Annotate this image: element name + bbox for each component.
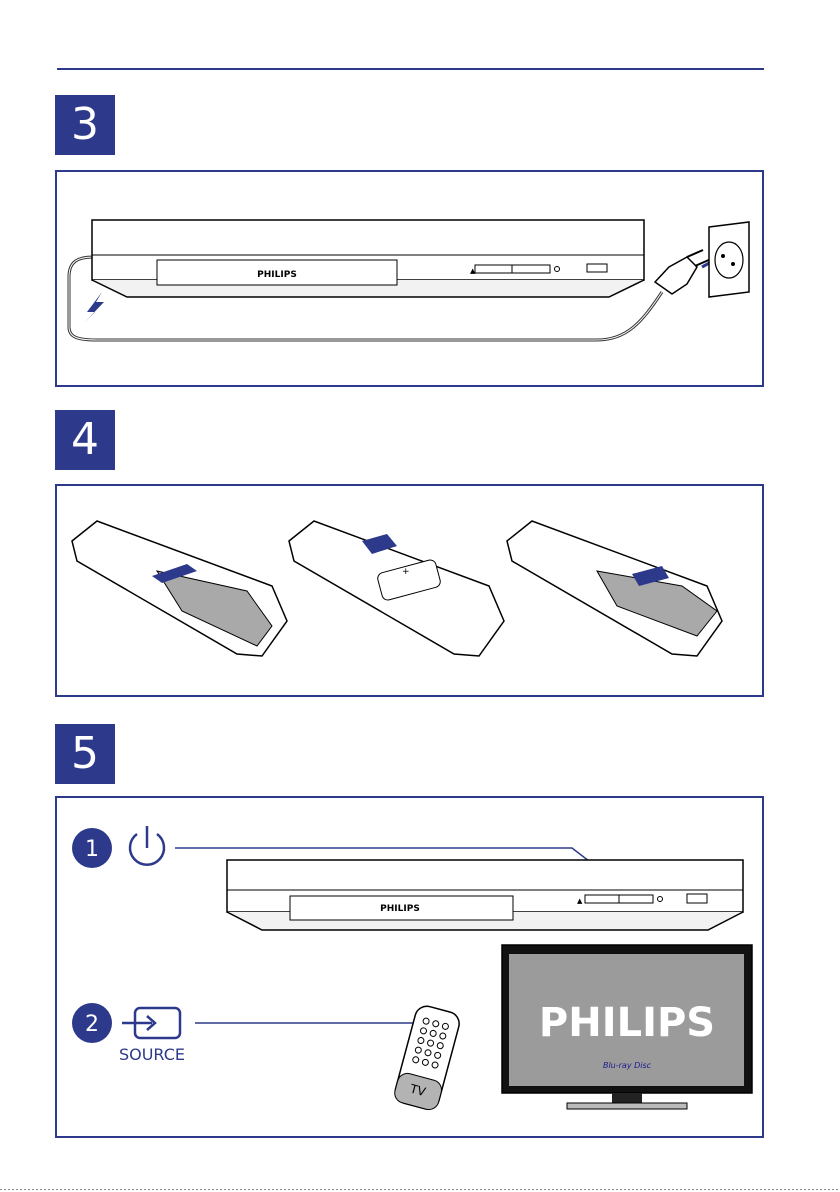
tv-screen: PHILIPS Blu-ray Disc [502,945,752,1109]
power-connection-illustration: PHILIPS ▲ [57,172,762,385]
step-4-badge: 4 [55,410,115,470]
bluray-logo: Blu-ray Disc [603,1061,652,1070]
remote-insert-batteries: + [289,521,504,656]
lightning-icon [85,292,104,322]
source-label: SOURCE [119,1045,185,1064]
blu-ray-player: PHILIPS ▲ [92,220,644,297]
tv-remote-icon: TV [392,1004,461,1112]
step-3-badge: 3 [55,95,115,155]
player-front-brand: PHILIPS [380,904,420,914]
remote-cover-close [507,521,722,656]
power-plug-icon [655,250,711,294]
step-5-badge: 5 [55,724,115,784]
blu-ray-player-front: PHILIPS ▲ [227,860,743,930]
step-3-panel: PHILIPS ▲ [55,170,764,387]
bottom-dotted-border [0,1189,840,1190]
wall-socket-icon [709,222,749,297]
svg-text:▲: ▲ [470,267,476,275]
top-rule [57,68,764,70]
remote-cover-open [72,521,287,656]
battery-plus-label: + [402,567,410,577]
power-step-number: 1 [85,837,99,862]
power-icon [130,826,164,865]
battery-install-illustration: + [57,486,762,695]
step-5-panel: 1 PHILIPS ▲ 2 SOURCE [55,796,764,1138]
source-icon [122,1008,180,1038]
power-on-illustration: 1 PHILIPS ▲ 2 SOURCE [57,798,762,1136]
player-brand-label: PHILIPS [257,270,297,280]
step-4-panel: + [55,484,764,697]
source-step-number: 2 [85,1012,99,1037]
tv-brand-logo: PHILIPS [539,1000,715,1046]
svg-text:▲: ▲ [577,897,583,905]
